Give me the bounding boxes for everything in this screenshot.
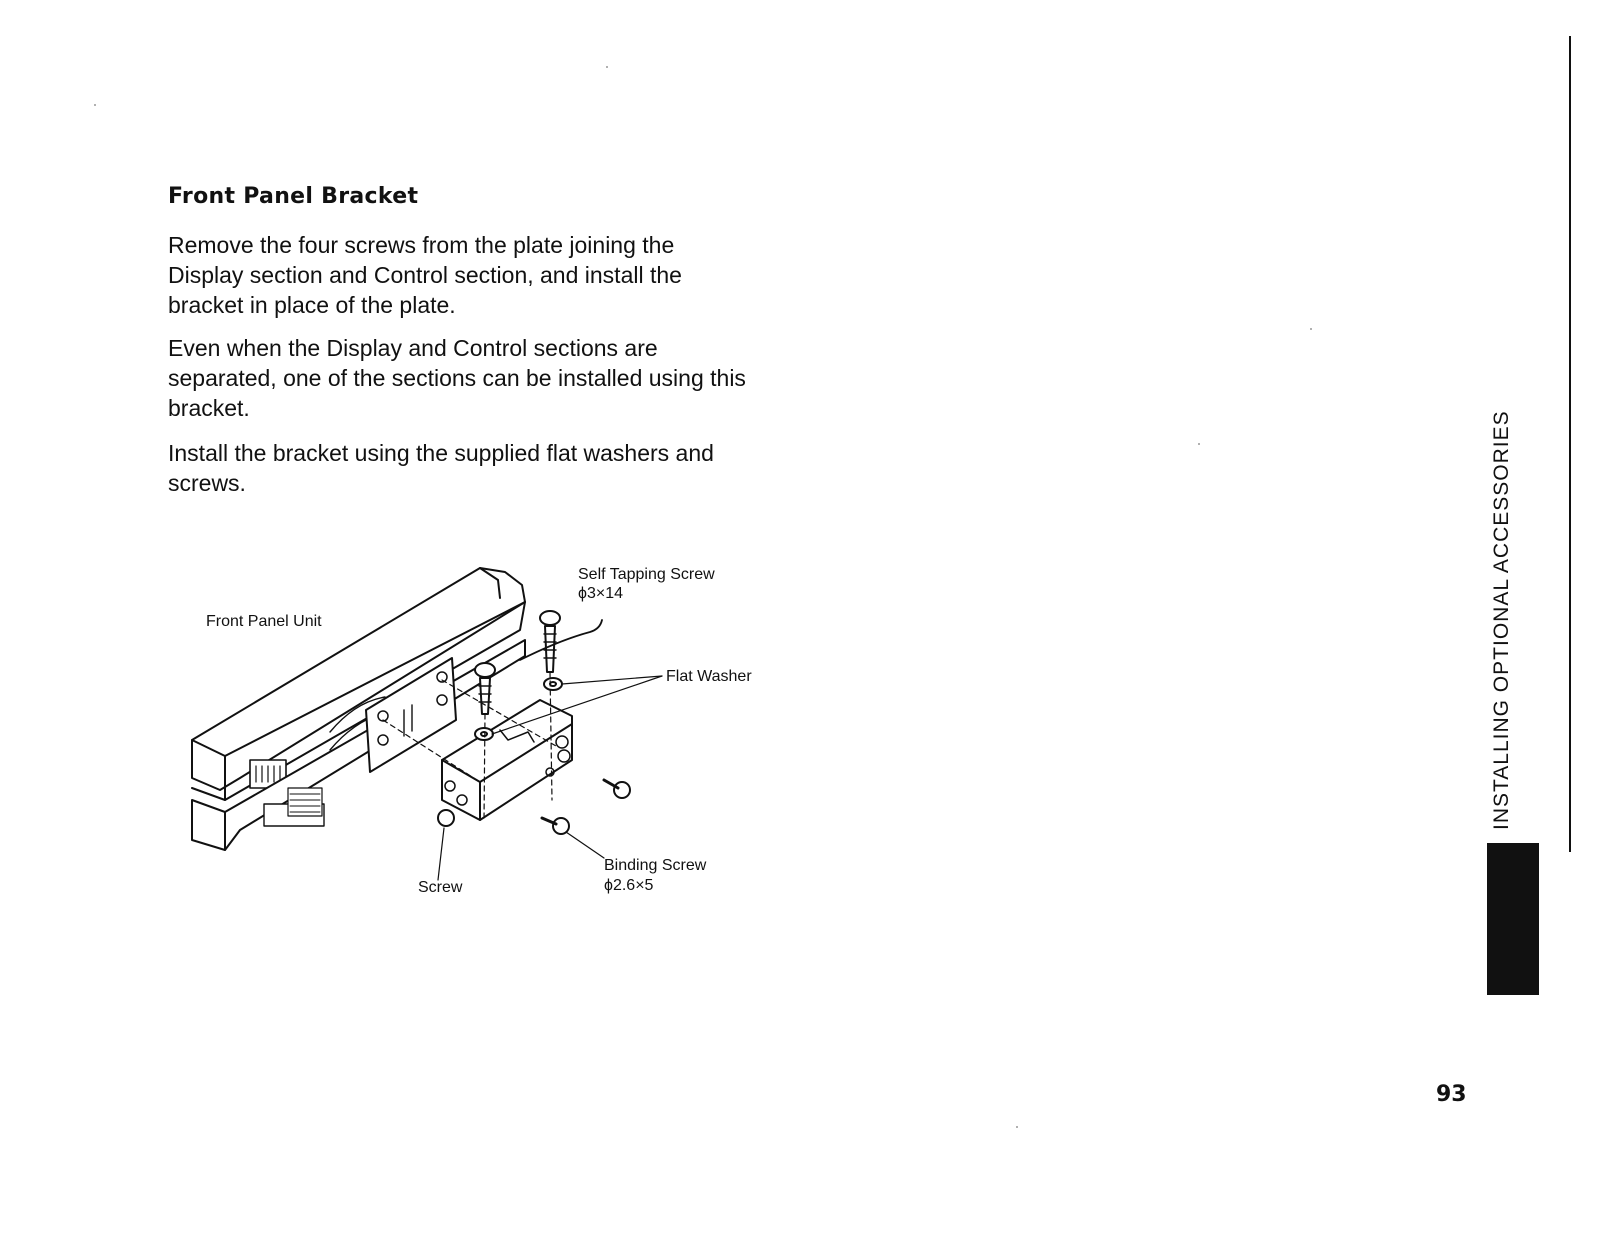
install-guide-lines <box>382 671 557 821</box>
self-tapping-screw-label: Self Tapping Screw <box>578 566 715 583</box>
binding-screw-label: Binding Screw <box>604 857 707 874</box>
scan-speck <box>606 66 608 68</box>
paragraph-install-bracket: Install the bracket using the supplied f… <box>168 440 714 496</box>
scan-speck <box>1016 1126 1018 1128</box>
leader-lines <box>437 675 663 881</box>
scan-speck <box>1310 328 1312 330</box>
scan-speck <box>1198 443 1200 445</box>
chapter-tab-marker <box>1487 843 1539 995</box>
self-tapping-screws-drawing <box>474 610 561 715</box>
bracket-drawing <box>441 699 573 821</box>
paragraph-separated-sections: Even when the Display and Control sectio… <box>168 335 746 421</box>
bracket-screw-drawing <box>437 809 455 827</box>
page-number: 93 <box>1436 1082 1467 1107</box>
front-panel-unit-label: Front Panel Unit <box>206 613 322 630</box>
self-tapping-screw-size-label: ϕ3×14 <box>578 585 623 602</box>
scan-speck <box>94 104 96 106</box>
binding-screws-drawing <box>540 778 631 835</box>
screw-label: Screw <box>418 879 463 896</box>
chapter-tab-label: INSTALLING OPTIONAL ACCESSORIES <box>1490 410 1513 830</box>
flat-washer-label: Flat Washer <box>666 668 752 685</box>
section-heading: Front Panel Bracket <box>168 184 419 209</box>
bracket-installation-figure: Front Panel Unit Self Tapping Screw ϕ3×1… <box>180 560 800 920</box>
joining-plate-drawing <box>365 657 457 773</box>
bracket-illustration <box>191 567 663 881</box>
cable-drawing <box>519 619 603 661</box>
side-rule <box>1569 36 1571 852</box>
binding-screw-size-label: ϕ2.6×5 <box>604 877 654 894</box>
paragraph-remove-screws: Remove the four screws from the plate jo… <box>168 232 682 318</box>
